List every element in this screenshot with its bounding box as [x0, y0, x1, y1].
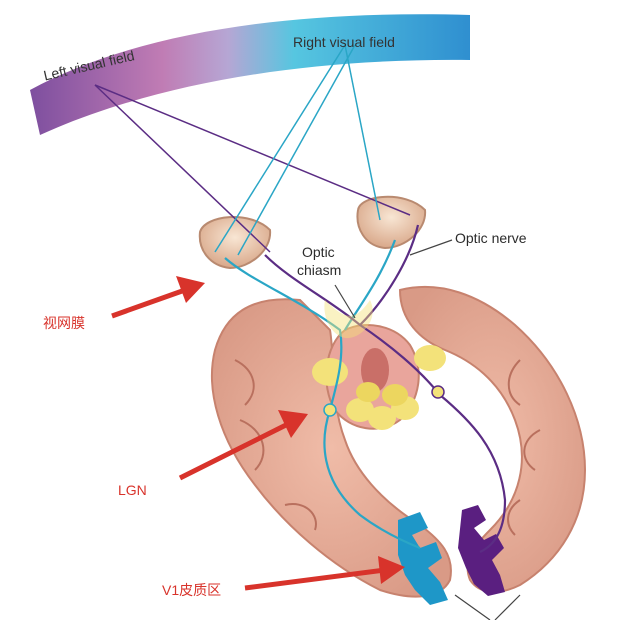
left-hemisphere: [211, 298, 452, 598]
lgn-nuclei: [312, 345, 446, 430]
leader-lines: [334, 239, 521, 620]
optic-chiasm-label-line1: Optic: [302, 244, 335, 260]
visual-field-band: [30, 14, 470, 135]
annotation-arrows: [111, 276, 405, 591]
optic-nerve-label: Optic nerve: [455, 230, 527, 246]
v1-arrow: [244, 556, 405, 591]
right-visual-field-label: Right visual field: [293, 34, 395, 50]
retina-label: 视网膜: [43, 315, 85, 331]
right-eye: [356, 195, 427, 250]
v1-blue-region: [398, 512, 448, 605]
light-rays: [94, 44, 411, 256]
v1-cortex-label: V1皮质区: [162, 582, 222, 598]
brain-section: [211, 286, 587, 605]
lgn-label: LGN: [118, 482, 147, 498]
right-hemisphere: [398, 286, 587, 593]
retina-arrow: [111, 276, 205, 319]
optic-pathways: [224, 224, 507, 553]
optic-chiasm-label-line2: chiasm: [297, 262, 342, 278]
lgn-arrow: [178, 410, 308, 481]
